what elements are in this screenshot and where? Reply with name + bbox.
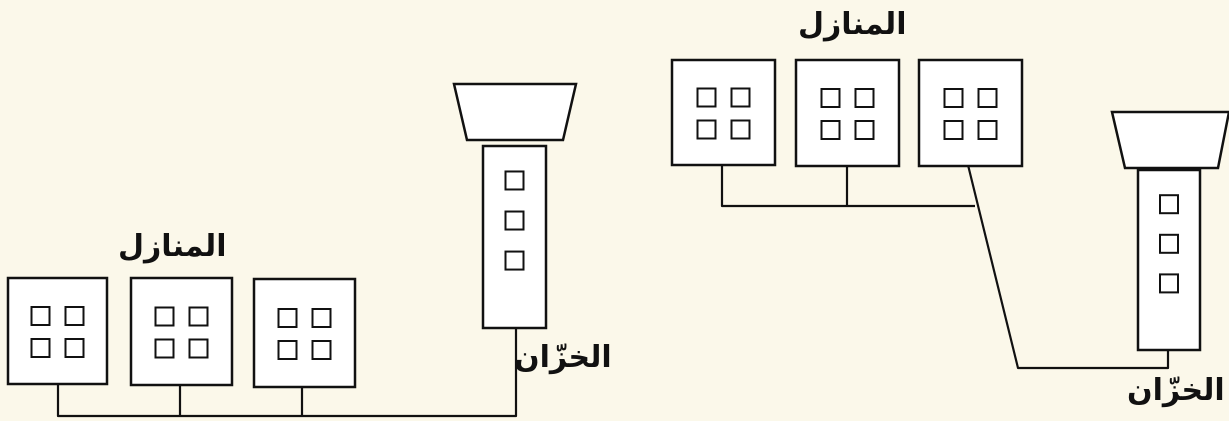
house-wall: [252, 277, 357, 389]
pipe-main-right: [720, 165, 975, 208]
house-window: [188, 338, 209, 359]
house-window: [154, 338, 175, 359]
tank-tower: [1136, 168, 1202, 352]
house-window: [820, 120, 841, 140]
tank-window: [1159, 194, 1179, 215]
pipe-to-tank-right: [966, 164, 1170, 370]
house-right-1: [670, 58, 777, 167]
house-left-1: [6, 276, 109, 386]
house-window: [30, 306, 51, 326]
house-window: [977, 88, 998, 108]
house-window: [943, 120, 964, 140]
house-window: [311, 340, 332, 360]
house-wall: [6, 276, 109, 386]
house-window: [730, 87, 751, 108]
house-window: [977, 120, 998, 140]
house-right-2: [794, 58, 901, 168]
tank-window: [1159, 233, 1179, 254]
house-window: [64, 338, 85, 358]
tank-window: [504, 250, 525, 271]
tank-window: [1159, 273, 1179, 294]
house-window: [943, 88, 964, 108]
house-window: [188, 306, 209, 327]
house-window: [854, 88, 875, 108]
house-window: [311, 308, 332, 328]
tank-top: [1110, 110, 1229, 170]
tank-top: [452, 82, 578, 142]
house-left-2: [129, 276, 234, 387]
house-window: [820, 88, 841, 108]
house-wall: [794, 58, 901, 168]
house-window: [696, 119, 717, 140]
house-right-3: [917, 58, 1024, 168]
house-window: [277, 340, 298, 360]
house-wall: [129, 276, 234, 387]
pipe-main-left: [56, 328, 518, 418]
tank-left: [452, 82, 578, 330]
house-window: [277, 308, 298, 328]
tank-label-right: الخزّان: [1127, 373, 1225, 408]
house-wall: [917, 58, 1024, 168]
tank-right: [1110, 110, 1229, 352]
tank-window: [504, 210, 525, 231]
house-wall: [670, 58, 777, 167]
house-left-3: [252, 277, 357, 389]
house-window: [696, 87, 717, 108]
tank-window: [504, 170, 525, 191]
house-window: [64, 306, 85, 326]
house-window: [154, 306, 175, 327]
houses-label-left: المنازل: [118, 229, 227, 264]
house-window: [30, 338, 51, 358]
house-window: [730, 119, 751, 140]
houses-label-right: المنازل: [798, 7, 907, 42]
tank-label-left: الخزّان: [514, 340, 612, 375]
house-window: [854, 120, 875, 140]
